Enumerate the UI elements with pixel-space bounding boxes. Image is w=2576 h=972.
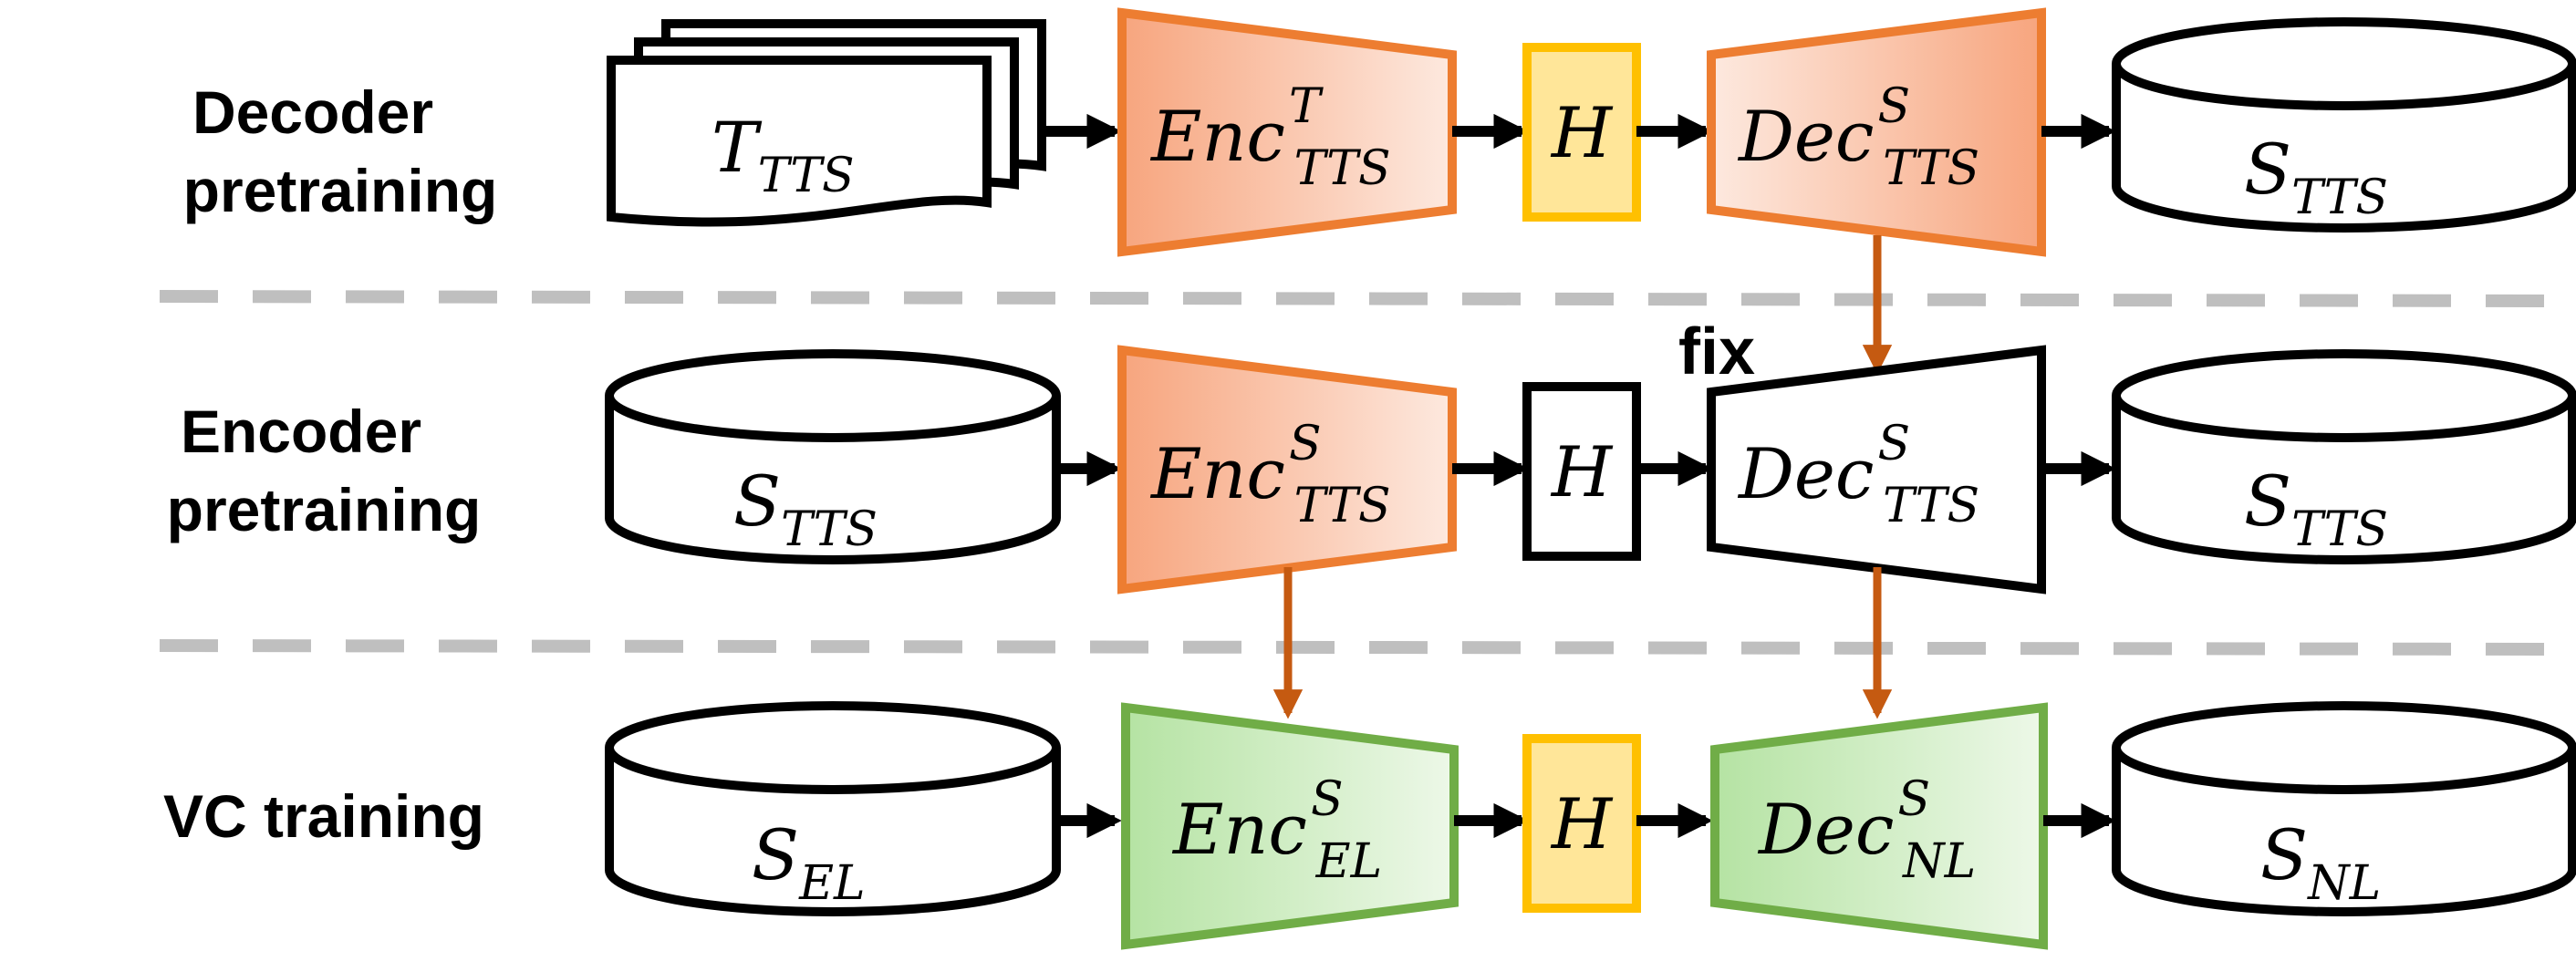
r2-input-label: STTS bbox=[733, 460, 878, 557]
decoder-block-frozen bbox=[1707, 345, 2046, 595]
separator-line bbox=[159, 290, 2555, 307]
r1-output-label: STTS bbox=[2244, 129, 2388, 225]
separator-line bbox=[159, 639, 2555, 656]
r3-input-label: SEL bbox=[752, 814, 866, 911]
speech-database-cylinder bbox=[2112, 701, 2576, 916]
speech-database-cylinder bbox=[605, 701, 1061, 916]
hidden-representation-block bbox=[1522, 382, 1641, 561]
fix-label: fix bbox=[1678, 315, 1755, 388]
r2-h-label: H bbox=[1550, 431, 1614, 512]
speech-database-cylinder bbox=[2112, 17, 2576, 233]
encoder-block bbox=[1117, 7, 1457, 257]
hidden-representation-block bbox=[1522, 734, 1641, 913]
r3-output-label: SNL bbox=[2260, 814, 2381, 911]
speech-database-cylinder bbox=[605, 349, 1061, 564]
speech-database-cylinder bbox=[2112, 349, 2576, 564]
row1-label-line2: pretraining bbox=[183, 157, 498, 224]
hidden-representation-block bbox=[1522, 43, 1641, 222]
decoder-block bbox=[1707, 7, 2046, 257]
row2-label-line2: pretraining bbox=[167, 476, 482, 543]
encoder-block bbox=[1117, 345, 1457, 595]
r1-input-label: TTTS bbox=[712, 107, 855, 203]
r2-output-label: STTS bbox=[2244, 460, 2388, 557]
r3-h-label: H bbox=[1550, 783, 1614, 864]
row3-label: VC training bbox=[163, 782, 484, 850]
text-document-stack bbox=[607, 19, 1046, 227]
row1-label-line1: Decoder bbox=[192, 78, 433, 146]
r1-h-label: H bbox=[1550, 92, 1614, 173]
row2-label-line1: Encoder bbox=[181, 398, 421, 465]
encoder-block bbox=[1121, 702, 1459, 950]
decoder-block bbox=[1710, 702, 2048, 950]
